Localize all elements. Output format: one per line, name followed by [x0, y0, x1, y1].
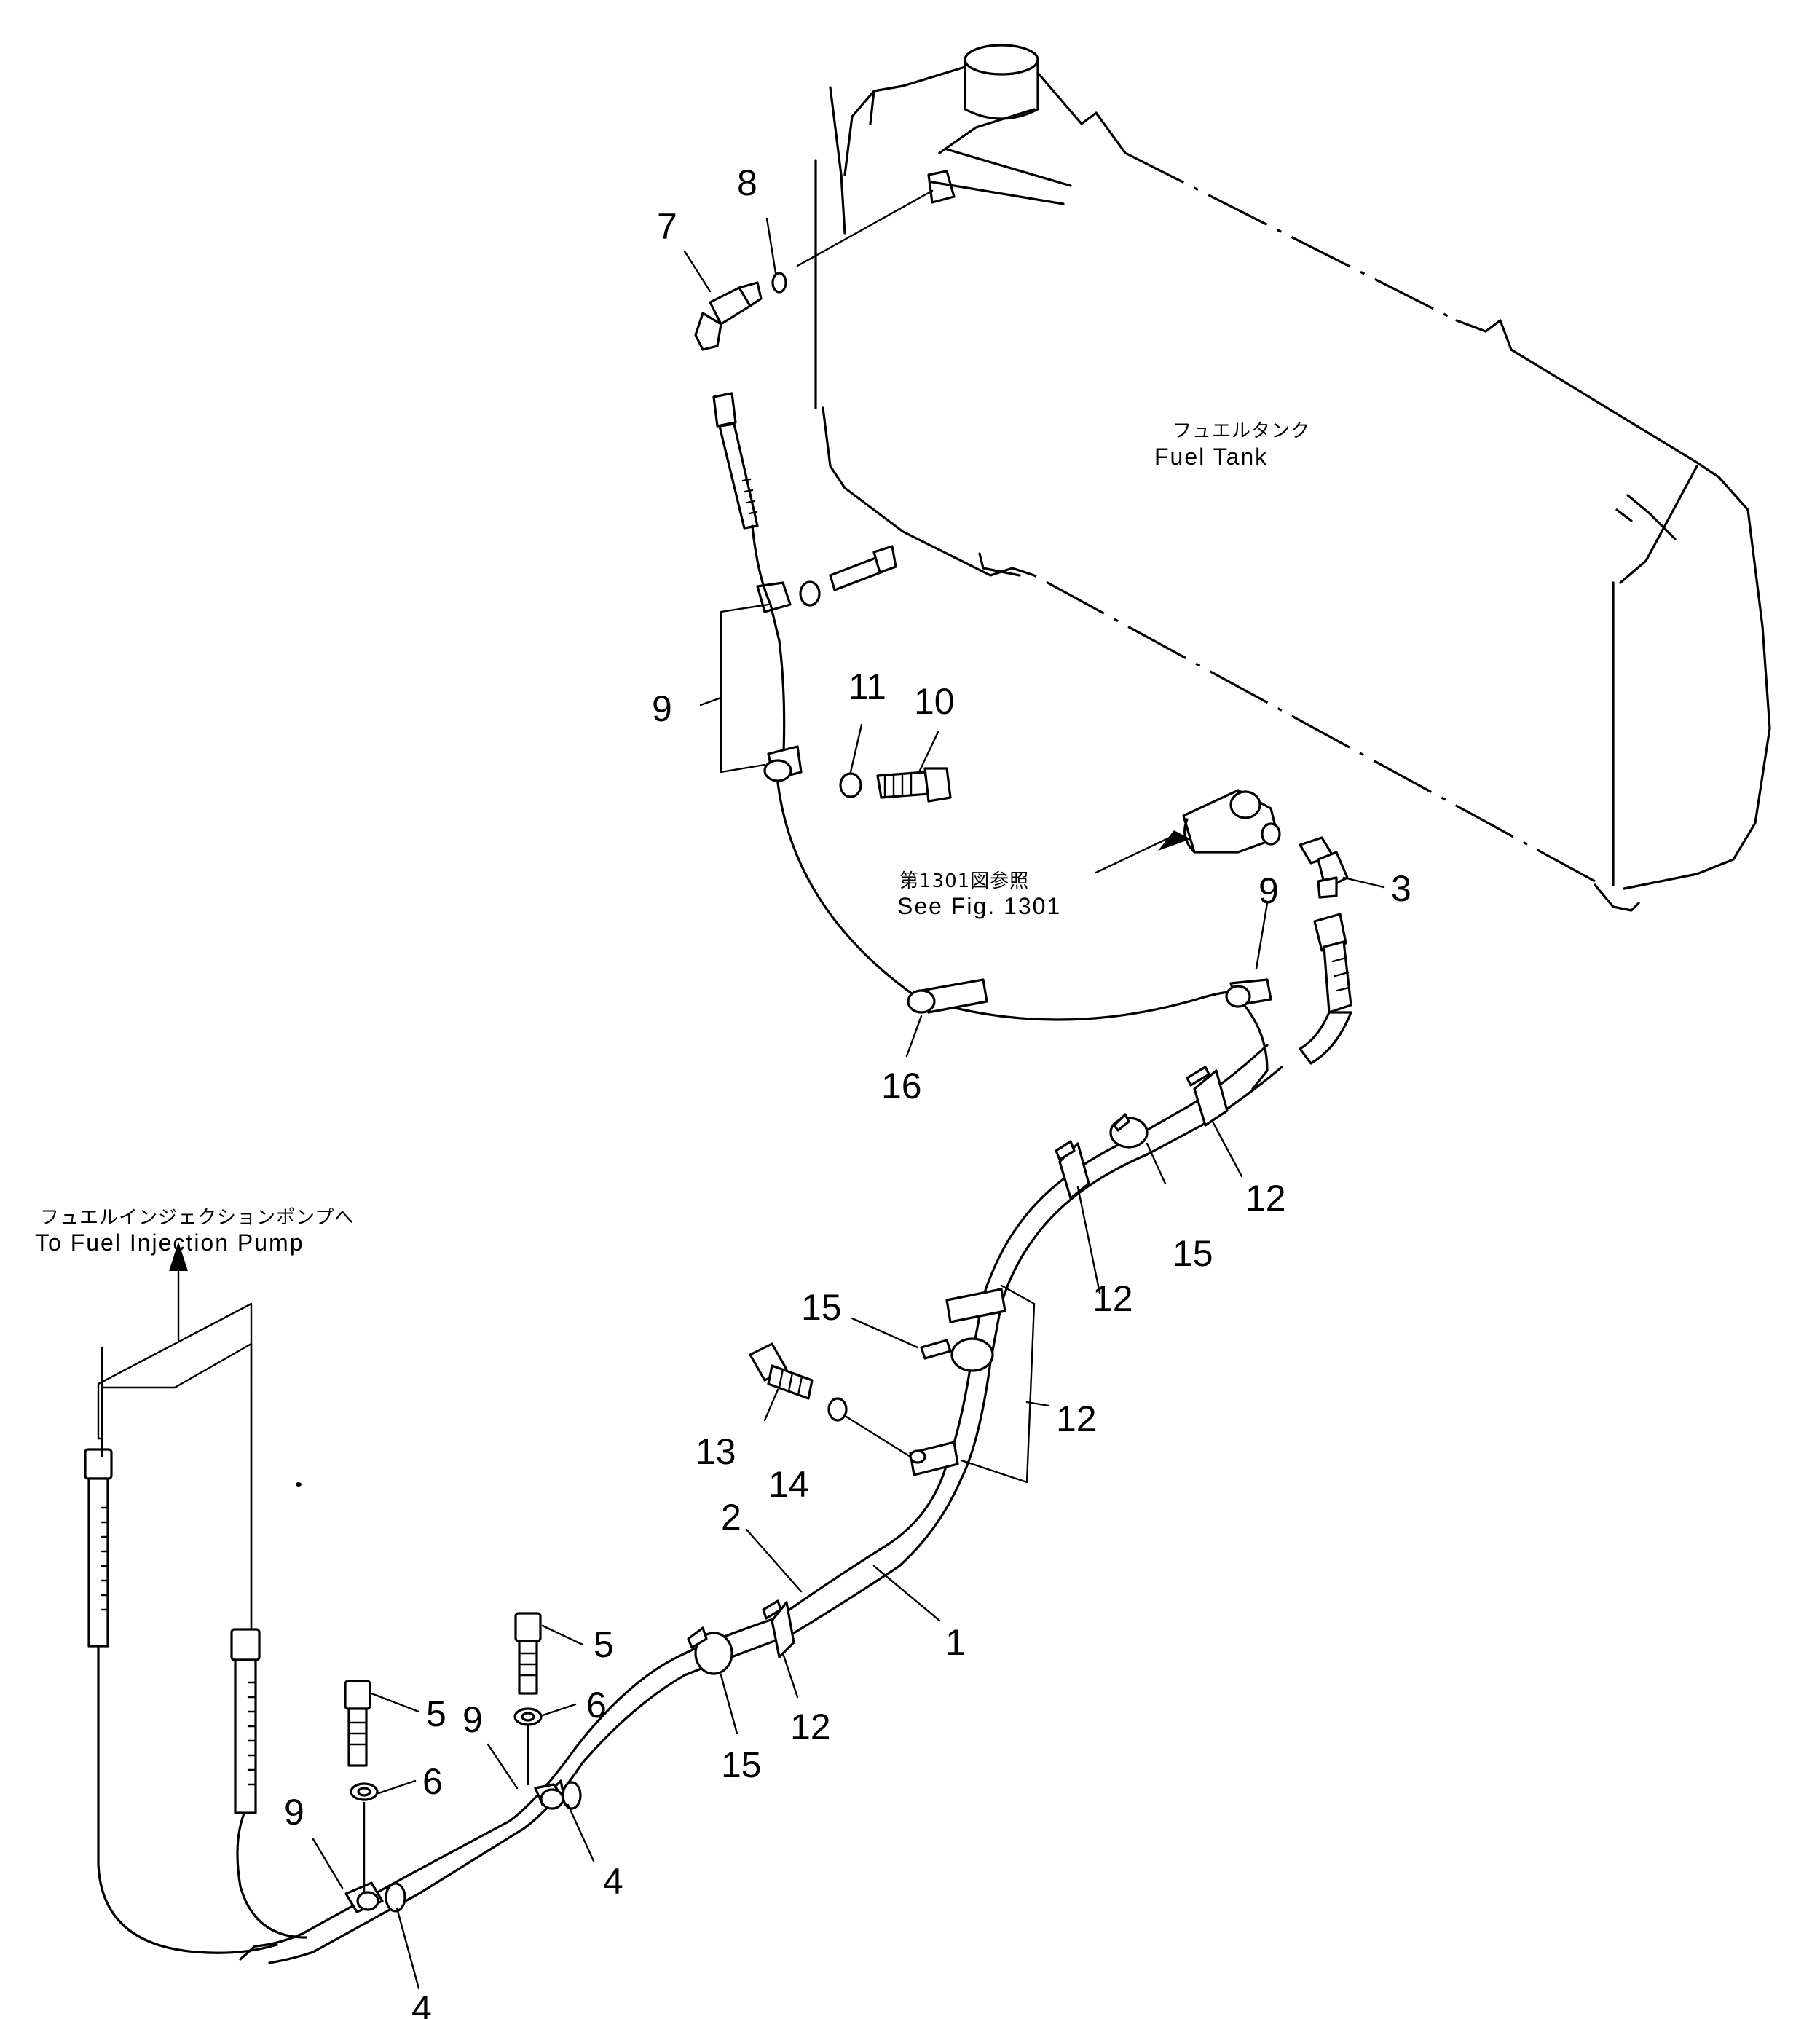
to-pump-arrow-icon — [169, 1242, 188, 1271]
callout-1: 1 — [945, 1622, 966, 1663]
see-fig-leader — [1095, 835, 1174, 874]
upper-clip-bolt — [799, 545, 897, 607]
see-fig-label-en: See Fig. 1301 — [897, 893, 1061, 919]
pump-bracket-lines — [97, 1302, 253, 1629]
callout-12-a: 12 — [1245, 1178, 1286, 1219]
upper-hose-assembly — [712, 392, 1272, 1090]
callout-4-a: 4 — [603, 1861, 623, 1902]
bolt-part-5-b — [344, 1680, 371, 1767]
callout-9-upper: 9 — [652, 688, 672, 729]
callout-14: 14 — [768, 1464, 809, 1505]
callout-7: 7 — [657, 206, 677, 247]
callout-5-b: 5 — [426, 1693, 446, 1734]
callout-12-c: 12 — [1056, 1398, 1097, 1439]
fuel-tank-label-en: Fuel Tank — [1154, 444, 1268, 470]
stray-dot — [296, 1482, 302, 1487]
leader-lines — [312, 217, 1385, 1990]
fig-1301-component — [1182, 789, 1281, 854]
callout-11: 11 — [848, 666, 886, 707]
washer-part-6-b — [350, 1782, 379, 1801]
washer-part-6-a — [513, 1707, 543, 1726]
callout-15-a: 15 — [1173, 1233, 1213, 1274]
fuel-tank — [814, 44, 1771, 912]
left-hose-assembly — [84, 1342, 307, 1954]
bolt-part-10 — [876, 767, 952, 803]
elbow-fitting-part-7 — [694, 281, 763, 351]
injection-pump-label-en: To Fuel Injection Pump — [35, 1229, 304, 1256]
fuel-tank-label-jp: フュエルタンク — [1173, 420, 1310, 442]
tube-clamps — [344, 1066, 1229, 1913]
callout-12-d: 12 — [790, 1707, 831, 1747]
see-fig-label-jp: 第1301図参照 — [899, 870, 1029, 892]
callout-16: 16 — [881, 1066, 922, 1106]
o-ring-part-8 — [771, 272, 787, 294]
callout-9-left: 9 — [284, 1792, 304, 1833]
callout-2: 2 — [721, 1497, 741, 1538]
callout-3: 3 — [1391, 868, 1411, 909]
callout-8: 8 — [737, 162, 757, 203]
see-fig-arrow-icon — [1158, 830, 1191, 851]
callout-numbers: 8 7 9 11 10 3 9 16 12 15 12 15 12 13 14 … — [284, 162, 1411, 2019]
elbow-fitting-part-3 — [1299, 836, 1349, 899]
washer-part-6-a-hole — [521, 1712, 535, 1722]
callout-9-right: 9 — [1258, 870, 1279, 911]
washer-part-14 — [827, 1397, 848, 1422]
bolt-part-13 — [749, 1342, 814, 1400]
tank-fitting-leader-line — [796, 189, 934, 267]
callout-5-a: 5 — [594, 1624, 614, 1665]
right-hose-assembly — [1299, 913, 1352, 1065]
main-tube-part-1-2 — [239, 1044, 1283, 1964]
injection-pump-label-jp: フュエルインジェクションポンプへ — [40, 1207, 354, 1229]
bolt-part-5-a — [514, 1612, 542, 1695]
callout-6-a: 6 — [586, 1685, 607, 1725]
callout-12-b: 12 — [1092, 1278, 1133, 1319]
washer-part-11 — [839, 772, 862, 798]
callout-6-b: 6 — [422, 1761, 443, 1802]
callout-13: 13 — [696, 1431, 736, 1472]
callout-15-c: 15 — [721, 1744, 762, 1785]
bracket-outline-upper — [720, 603, 770, 774]
callout-10: 10 — [914, 681, 955, 722]
washer-part-6-b-hole — [357, 1787, 371, 1797]
callout-4-b: 4 — [411, 1988, 432, 2019]
callout-9-lower: 9 — [462, 1699, 483, 1740]
callout-15-b: 15 — [801, 1287, 842, 1328]
washer-14-leader — [845, 1415, 912, 1458]
bracket-outline-lower — [960, 1284, 1036, 1484]
